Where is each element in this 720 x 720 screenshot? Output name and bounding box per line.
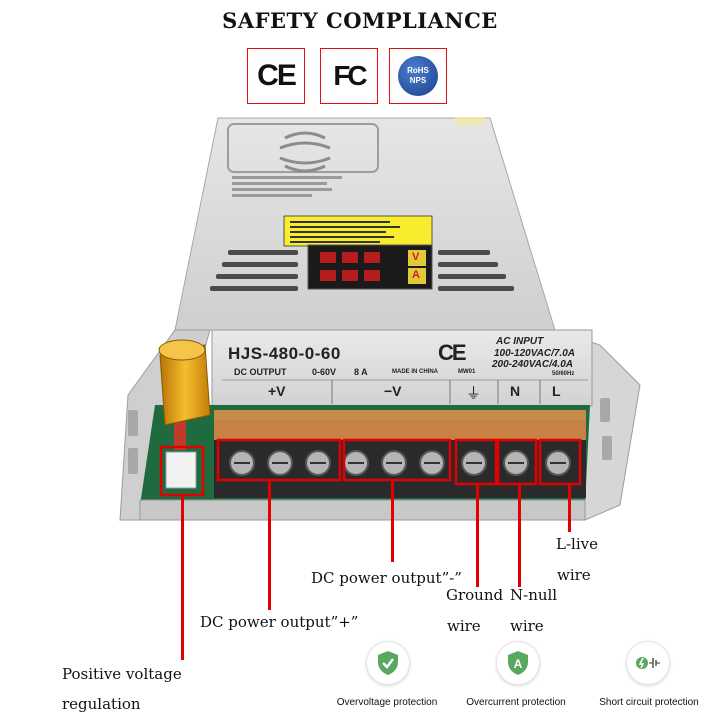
callout-dc-negative: DC power output”-” (311, 569, 462, 587)
short-circuit-badge (626, 641, 670, 685)
front-label-panel (211, 329, 593, 407)
printed-spec-text (232, 176, 342, 197)
terminal-cover (214, 410, 586, 440)
shield-check-icon (378, 651, 398, 675)
ac-input-line2: 200-240VAC/4.0A (492, 359, 573, 370)
callout-ground-line1: Ground (446, 586, 504, 604)
dc-output-range: 0-60V (312, 367, 337, 377)
side-vents (128, 398, 612, 474)
fan-slots (279, 131, 331, 173)
callout-live-line1: L-live (556, 535, 598, 553)
rohs-mark: RoHS NPS (398, 56, 438, 96)
svg-text:A: A (514, 657, 523, 671)
dc-output-current: 8 A (354, 367, 368, 377)
shield-a-icon: A (508, 651, 528, 675)
made-in-label: MADE IN CHINA (392, 369, 438, 375)
callout-ground-line2: wire (447, 617, 481, 635)
vent-slats (210, 250, 514, 291)
ce-mark: CE (257, 59, 297, 92)
terminal-neg-label: −V (384, 383, 402, 399)
rohs-badge: RoHS NPS (389, 48, 447, 104)
callout-lines (181, 480, 571, 660)
overvoltage-badge (366, 641, 410, 685)
callout-null-line2: wire (510, 617, 544, 635)
model-code: MW01 (458, 369, 476, 375)
callout-dc-positive: DC power output”+” (200, 613, 359, 631)
callout-null-line1: N-null (510, 586, 558, 604)
short-circuit-icon (636, 657, 660, 669)
ce-badge: CE (247, 48, 305, 104)
page-title: SAFETY COMPLIANCE (222, 8, 498, 33)
ac-input-title: AC INPUT (496, 336, 544, 347)
knob-shaft (174, 420, 186, 450)
callout-pot-line1: Positive voltage (62, 665, 182, 683)
led-digits (320, 252, 380, 281)
overvoltage-label: Overvoltage protection (336, 697, 438, 708)
ac-input-line1: 100-120VAC/7.0A (494, 348, 575, 359)
bottom-plate (139, 499, 586, 521)
short-circuit-label: Short circuit protection (599, 697, 699, 708)
dc-output-label: DC OUTPUT (234, 367, 287, 377)
model-label: HJS-480-0-60 (228, 344, 341, 363)
callout-pot-line2: regulation (62, 695, 141, 713)
display-amp-unit: A (412, 269, 420, 281)
display-volt-unit: V (412, 251, 420, 263)
tape-corner (455, 117, 485, 125)
white-connector (165, 451, 197, 489)
overcurrent-label: Overcurrent protection (466, 697, 566, 708)
fcc-badge: FC (320, 48, 378, 104)
terminal-pos-label: +V (268, 383, 286, 399)
overcurrent-badge: A (496, 641, 540, 685)
fcc-mark: FC (333, 60, 367, 91)
nps-text: NPS (409, 76, 427, 85)
rohs-text: RoHS (407, 66, 429, 76)
callout-live-line2: wire (557, 566, 591, 584)
terminal-n-label: N (510, 383, 521, 399)
terminal-l-label: L (552, 383, 561, 399)
device-ce-mark: CE (438, 340, 467, 365)
ground-symbol-icon: ⏚ (466, 384, 482, 402)
frequency-label: 50/60Hz (552, 371, 575, 377)
